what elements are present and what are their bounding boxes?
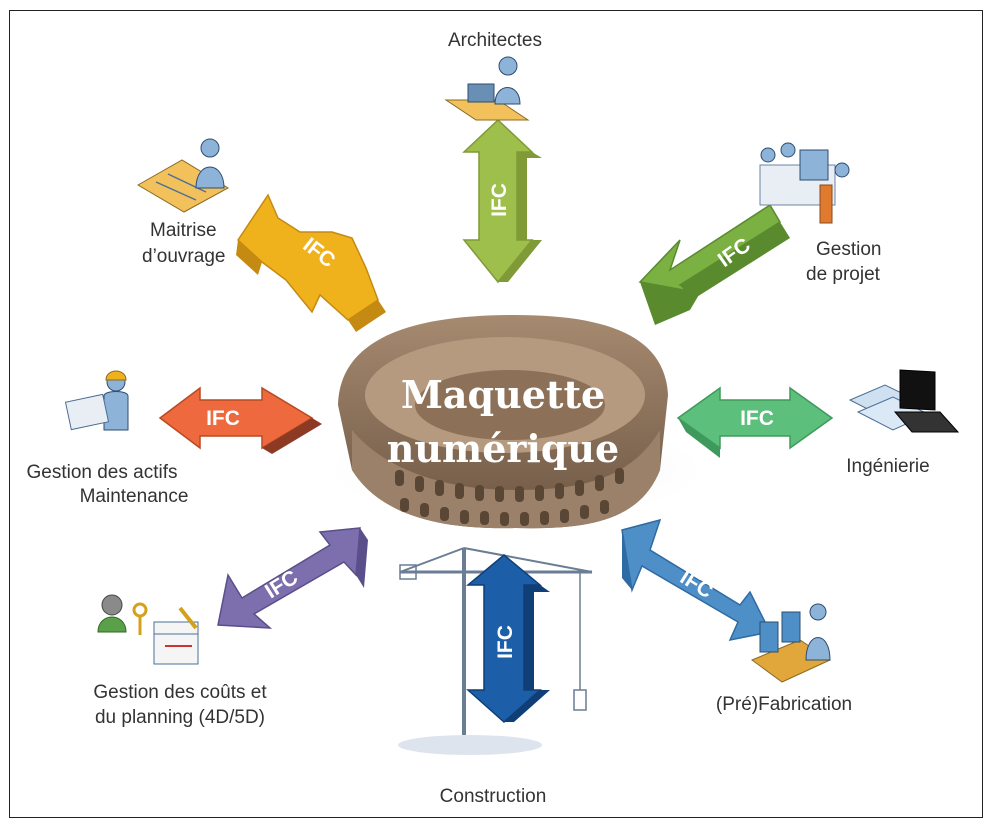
ifc-label-actifs-maintenance: IFC xyxy=(206,407,240,430)
planning-table-icon xyxy=(137,138,230,213)
ifc-label-architectes: IFC xyxy=(488,183,511,217)
center-title-line2: numérique xyxy=(387,426,619,471)
maintenance-worker-icon xyxy=(64,370,129,431)
label-couts-planning-2: du planning (4D/5D) xyxy=(95,707,265,728)
label-gestion-projet-2: de projet xyxy=(806,264,881,285)
engineering-laptop-icon xyxy=(848,369,960,433)
label-maitrise-ouvrage-2: d’ouvrage xyxy=(142,246,225,267)
label-ingenierie: Ingénierie xyxy=(846,456,929,477)
label-prefabrication: (Pré)Fabrication xyxy=(716,694,852,715)
label-gestion-projet-1: Gestion xyxy=(816,239,881,260)
arrow-maitrise-ouvrage xyxy=(236,193,386,332)
colosseum-image xyxy=(315,315,715,529)
arrow-architectes xyxy=(462,118,542,284)
cost-planning-icon xyxy=(97,594,199,665)
label-couts-planning-1: Gestion des coûts et xyxy=(93,682,267,703)
ifc-label-construction: IFC xyxy=(494,625,517,659)
architect-workstation-icon xyxy=(444,56,530,121)
ifc-label-ingenierie: IFC xyxy=(740,407,774,430)
arrow-couts-planning xyxy=(217,527,368,629)
label-construction: Construction xyxy=(440,786,547,807)
label-maitrise-ouvrage-1: Maitrise xyxy=(150,220,217,241)
label-architectes: Architectes xyxy=(448,30,542,51)
center-title-line1: Maquette xyxy=(401,372,605,417)
arrow-construction xyxy=(465,554,550,724)
diagram-frame xyxy=(9,10,983,818)
fabrication-machine-icon xyxy=(750,603,832,683)
arrow-actifs-maintenance xyxy=(158,386,322,454)
arrow-ingenierie xyxy=(676,386,834,458)
crane-icon xyxy=(398,547,593,755)
label-actifs-maintenance-1: Gestion des actifs xyxy=(26,462,177,483)
arrow-gestion-projet xyxy=(638,203,790,325)
label-actifs-maintenance-2: Maintenance xyxy=(80,486,189,507)
project-meeting-icon xyxy=(759,142,850,224)
